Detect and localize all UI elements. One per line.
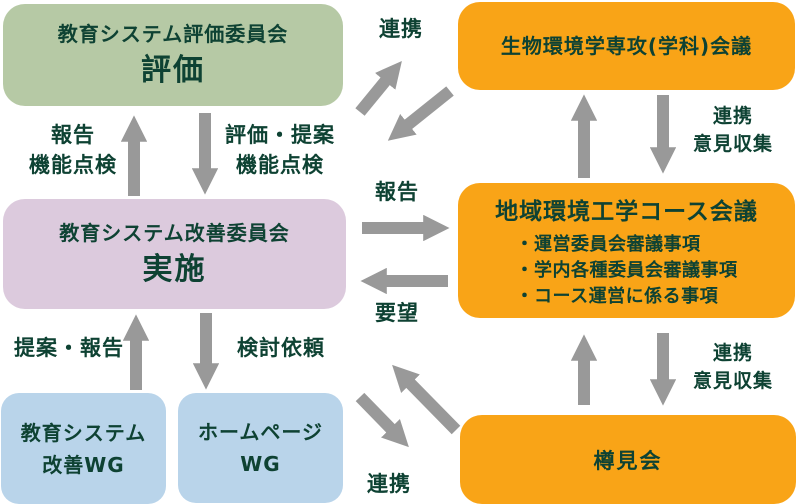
improvement-committee-box: 教育システム改善委員会 実施 xyxy=(3,199,346,309)
label-renkei-bottom: 連携 xyxy=(367,472,411,496)
label-line: 評価・提案 xyxy=(225,123,335,147)
label-line: 機能点検 xyxy=(29,153,117,177)
course-meeting-item: ・コース運営に係る事項 xyxy=(515,285,719,307)
improvement-wg-line1: 教育システム xyxy=(20,420,147,445)
tarumikai-box: 樽見会 xyxy=(460,415,796,504)
label-line: 意見収集 xyxy=(692,133,773,155)
improvement-committee-title: 教育システム改善委員会 xyxy=(59,221,290,245)
department-meeting-box: 生物環境学専攻(学科)会議 xyxy=(458,2,795,90)
evaluation-keyword: 評価 xyxy=(141,53,205,88)
label-proposal-report: 提案・報告 xyxy=(14,336,124,360)
label-line: 連携 xyxy=(712,342,753,364)
label-renkei-opinion-bottom: 連携 意見収集 xyxy=(688,339,778,395)
implementation-keyword: 実施 xyxy=(142,252,207,287)
evaluation-committee-title: 教育システム評価委員会 xyxy=(57,22,289,46)
label-line: 報告 xyxy=(51,123,95,147)
arrow-renkei-up-left xyxy=(392,364,461,435)
improvement-wg-box: 教育システム 改善WG xyxy=(1,393,166,504)
evaluation-committee-box: 教育システム評価委員会 評価 xyxy=(3,4,343,106)
homepage-wg-line2: WG xyxy=(240,452,281,476)
homepage-wg-line1: ホームページ xyxy=(198,420,323,444)
label-line: 連携 xyxy=(712,105,753,127)
arrow-renkei-up-right xyxy=(355,60,402,116)
department-meeting-title: 生物環境学専攻(学科)会議 xyxy=(500,34,753,58)
label-line: 意見収集 xyxy=(692,370,773,392)
course-meeting-item: ・学内各種委員会審議事項 xyxy=(515,259,738,281)
label-evaluation-proposal: 評価・提案 機能点検 xyxy=(220,120,340,180)
arrow-renkei-down-left xyxy=(387,86,454,141)
label-line: 機能点検 xyxy=(236,153,324,177)
homepage-wg-box: ホームページ WG xyxy=(178,393,343,503)
course-meeting-items: ・運営委員会審議事項 ・学内各種委員会審議事項 ・コース運営に係る事項 xyxy=(516,232,738,310)
course-meeting-title: 地域環境工学コース会議 xyxy=(495,198,758,225)
arrow-renkei-down-right xyxy=(355,392,409,448)
label-report-kinoutenken: 報告 機能点検 xyxy=(6,120,140,180)
course-meeting-box: 地域環境工学コース会議 ・運営委員会審議事項 ・学内各種委員会審議事項 ・コース… xyxy=(458,183,795,318)
course-meeting-item: ・運営委員会審議事項 xyxy=(515,233,701,255)
label-review-request: 検討依頼 xyxy=(237,336,325,360)
improvement-wg-line2: 改善WG xyxy=(42,452,125,477)
label-report-mid: 報告 xyxy=(375,180,419,204)
label-renkei-opinion-top: 連携 意見収集 xyxy=(688,102,778,158)
label-renkei-top: 連携 xyxy=(379,17,423,41)
label-request-mid: 要望 xyxy=(375,301,419,325)
tarumikai-title: 樽見会 xyxy=(593,448,663,473)
